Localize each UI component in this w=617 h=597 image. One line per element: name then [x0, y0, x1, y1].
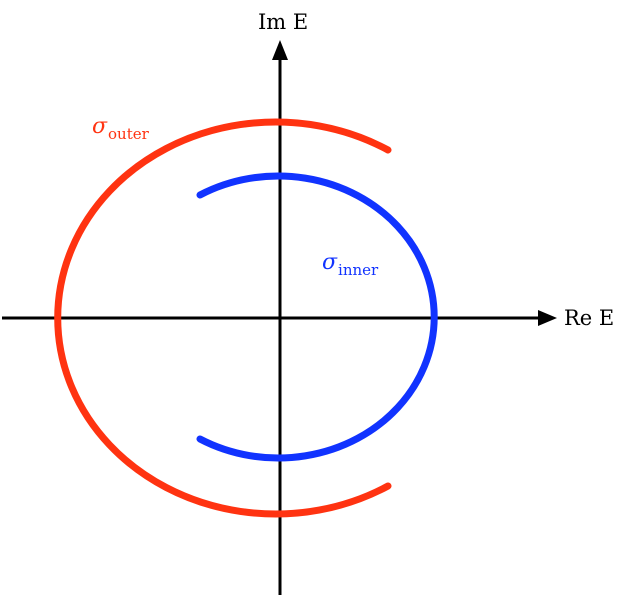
outer-contour-label: σouter	[92, 116, 149, 142]
outer-contour-symbol: σ	[92, 114, 108, 139]
real-axis-label: Re E	[564, 306, 615, 330]
inner-contour-subscript: inner	[338, 261, 379, 279]
inner-contour	[196, 172, 438, 462]
imaginary-axis-arrowhead-icon	[272, 40, 288, 60]
real-axis-arrowhead-icon	[538, 310, 557, 326]
outer-contour	[54, 118, 392, 518]
outer-contour-subscript: outer	[108, 125, 149, 143]
imaginary-axis-label: Im E	[258, 10, 309, 34]
inner-contour-label: σinner	[322, 252, 378, 278]
inner-contour-symbol: σ	[322, 250, 338, 275]
